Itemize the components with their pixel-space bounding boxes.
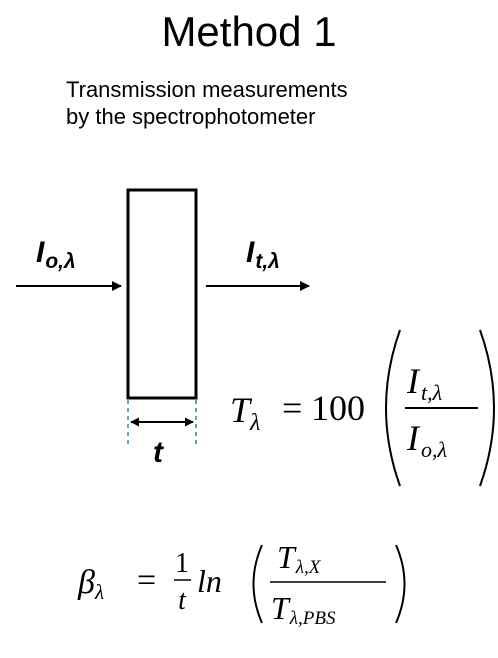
- transmission-coefficient: 100: [311, 388, 365, 428]
- thickness-label: t: [153, 436, 165, 469]
- attenuation-equation: βλ = 1 t ln Tλ,X Tλ,PBS: [77, 539, 406, 629]
- sample-cuvette: [126, 188, 198, 400]
- subtitle-line-2: by the spectrophotometer: [66, 104, 316, 129]
- page-title: Method 1: [161, 8, 337, 55]
- left-paren: [385, 329, 401, 487]
- transmission-numerator: It,λ: [406, 361, 442, 405]
- beta-right-paren: [395, 544, 406, 624]
- beta-denominator: Tλ,PBS: [271, 590, 336, 629]
- beta-numerator: Tλ,X: [277, 539, 322, 578]
- transmission-lhs: Tλ: [230, 390, 260, 436]
- beta-lhs: βλ: [77, 564, 104, 604]
- beta-function: ln: [197, 563, 222, 599]
- beta-frac-denominator: t: [178, 585, 187, 616]
- page-subtitle: Transmission measurements by the spectro…: [66, 76, 348, 130]
- transmission-equals: =: [282, 388, 302, 428]
- transmission-denominator: Io,λ: [406, 418, 447, 462]
- transmission-equation: Tλ = 100 It,λ Io,λ: [230, 329, 495, 487]
- right-paren: [479, 329, 495, 487]
- beta-frac-numerator: 1: [175, 548, 189, 579]
- beta-equals: =: [137, 562, 156, 599]
- incident-intensity-label: Io,λ: [36, 236, 76, 273]
- beta-left-paren: [252, 544, 263, 624]
- transmitted-intensity-label: It,λ: [246, 236, 280, 273]
- subtitle-line-1: Transmission measurements: [66, 77, 348, 102]
